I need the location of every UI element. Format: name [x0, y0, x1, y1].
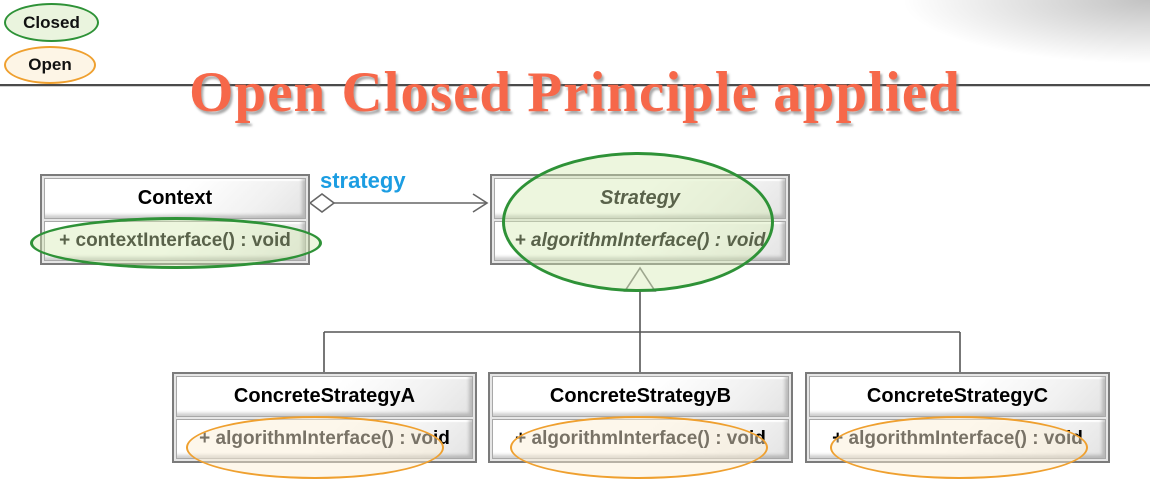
aggregation-diamond-icon	[308, 193, 336, 213]
generalization-triangle-icon	[623, 266, 657, 292]
class-method-concrete-strategy-b: + algorithmInterface() : void	[492, 418, 789, 459]
class-method-strategy: + algorithmInterface() : void	[494, 220, 786, 261]
legend-closed-label: Closed	[23, 12, 80, 32]
class-box-concrete-strategy-c: ConcreteStrategyC + algorithmInterface()…	[805, 372, 1110, 463]
class-name-concrete-strategy-a: ConcreteStrategyA	[176, 376, 473, 417]
class-method-concrete-strategy-c: + algorithmInterface() : void	[809, 418, 1106, 459]
class-name-concrete-strategy-c: ConcreteStrategyC	[809, 376, 1106, 417]
legend-open-badge: Open	[4, 46, 96, 84]
association-role-label: strategy	[320, 168, 406, 193]
legend-closed-badge: Closed	[4, 3, 99, 42]
class-box-concrete-strategy-b: ConcreteStrategyB + algorithmInterface()…	[488, 372, 793, 463]
page-title: Open Closed Principle applied	[189, 61, 961, 125]
class-method-concrete-strategy-a: + algorithmInterface() : void	[176, 418, 473, 459]
corner-shadow	[810, 0, 1150, 100]
class-box-context: Context + contextInterface() : void	[40, 174, 310, 265]
class-method-context: + contextInterface() : void	[44, 220, 306, 261]
class-name-strategy: Strategy	[494, 178, 786, 219]
class-name-context: Context	[44, 178, 306, 219]
title-divider-line	[0, 84, 1150, 87]
class-box-concrete-strategy-a: ConcreteStrategyA + algorithmInterface()…	[172, 372, 477, 463]
class-box-strategy: Strategy + algorithmInterface() : void	[490, 174, 790, 265]
legend-open-label: Open	[28, 55, 72, 74]
class-name-concrete-strategy-b: ConcreteStrategyB	[492, 376, 789, 417]
open-arrowhead-icon	[472, 193, 489, 213]
